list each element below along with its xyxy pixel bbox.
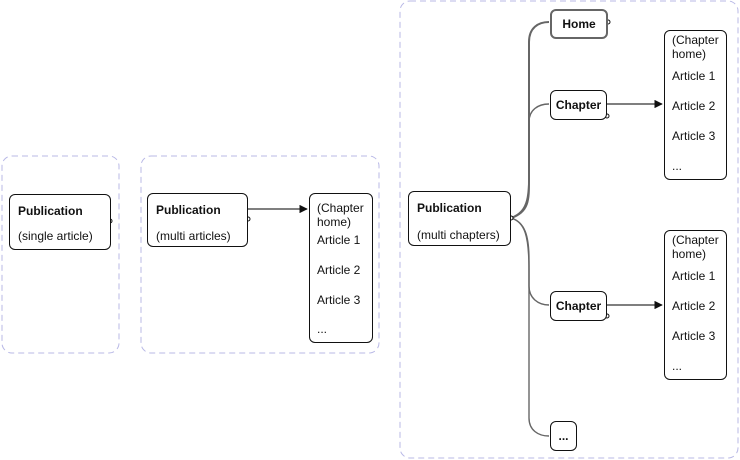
publication-multi-articles-subtitle: (multi articles) xyxy=(156,229,231,243)
connector-to-chapter-2 xyxy=(510,217,550,306)
article-item: Article 1 xyxy=(317,233,361,247)
publication-multi-articles-node: Publication (multi articles) xyxy=(147,193,248,247)
article-item: ... xyxy=(672,159,683,173)
connector-to-home xyxy=(510,21,550,219)
group-single-article xyxy=(1,155,120,354)
publication-multi-chapters-node: Publication (multi chapters) xyxy=(408,191,511,246)
publication-single-node: Publication (single article) xyxy=(9,194,111,250)
publication-multi-articles-title: Publication xyxy=(156,203,221,217)
article-item: Article 3 xyxy=(672,129,716,143)
more-label: ... xyxy=(558,429,569,443)
chapter-home-line2: home) xyxy=(672,47,707,61)
home-node: Home xyxy=(550,9,608,39)
chapter-node-2: Chapter xyxy=(550,291,607,321)
article-item: Article 1 xyxy=(672,69,716,83)
article-item: ... xyxy=(317,322,328,336)
article-item: Article 2 xyxy=(317,263,361,277)
chapter-1-article-list-node: (Chapter home) Article 1 Article 2 Artic… xyxy=(664,30,727,180)
article-item: Article 2 xyxy=(672,99,716,113)
chapter-home-line2: home) xyxy=(317,215,352,229)
home-label: Home xyxy=(562,17,596,31)
article-item: ... xyxy=(672,359,683,373)
connector-to-chapter-1 xyxy=(510,103,550,219)
more-node: ... xyxy=(550,421,577,451)
article-item: Article 3 xyxy=(672,329,716,343)
article-item: Article 3 xyxy=(317,293,361,307)
chapter-home-line1: (Chapter xyxy=(672,233,719,247)
chapter-node-1: Chapter xyxy=(550,90,607,120)
article-list-node: (Chapter home) Article 1 Article 2 Artic… xyxy=(309,193,373,343)
connector-to-more xyxy=(510,217,550,437)
article-item: Article 1 xyxy=(672,269,716,283)
publication-multi-chapters-title: Publication xyxy=(417,201,482,215)
article-item: Article 2 xyxy=(672,299,716,313)
chapter-home-line1: (Chapter xyxy=(317,201,364,215)
chapter-2-article-list-node: (Chapter home) Article 1 Article 2 Artic… xyxy=(664,230,727,380)
chapter-label: Chapter xyxy=(555,98,602,112)
group-multi-chapters xyxy=(399,0,739,459)
publication-single-subtitle: (single article) xyxy=(18,229,93,243)
publication-single-title: Publication xyxy=(18,204,83,218)
publication-multi-chapters-subtitle: (multi chapters) xyxy=(417,228,500,242)
group-multi-articles xyxy=(140,155,380,354)
chapter-home-line2: home) xyxy=(672,247,707,261)
chapter-home-line1: (Chapter xyxy=(672,33,719,47)
chapter-label: Chapter xyxy=(555,299,602,313)
